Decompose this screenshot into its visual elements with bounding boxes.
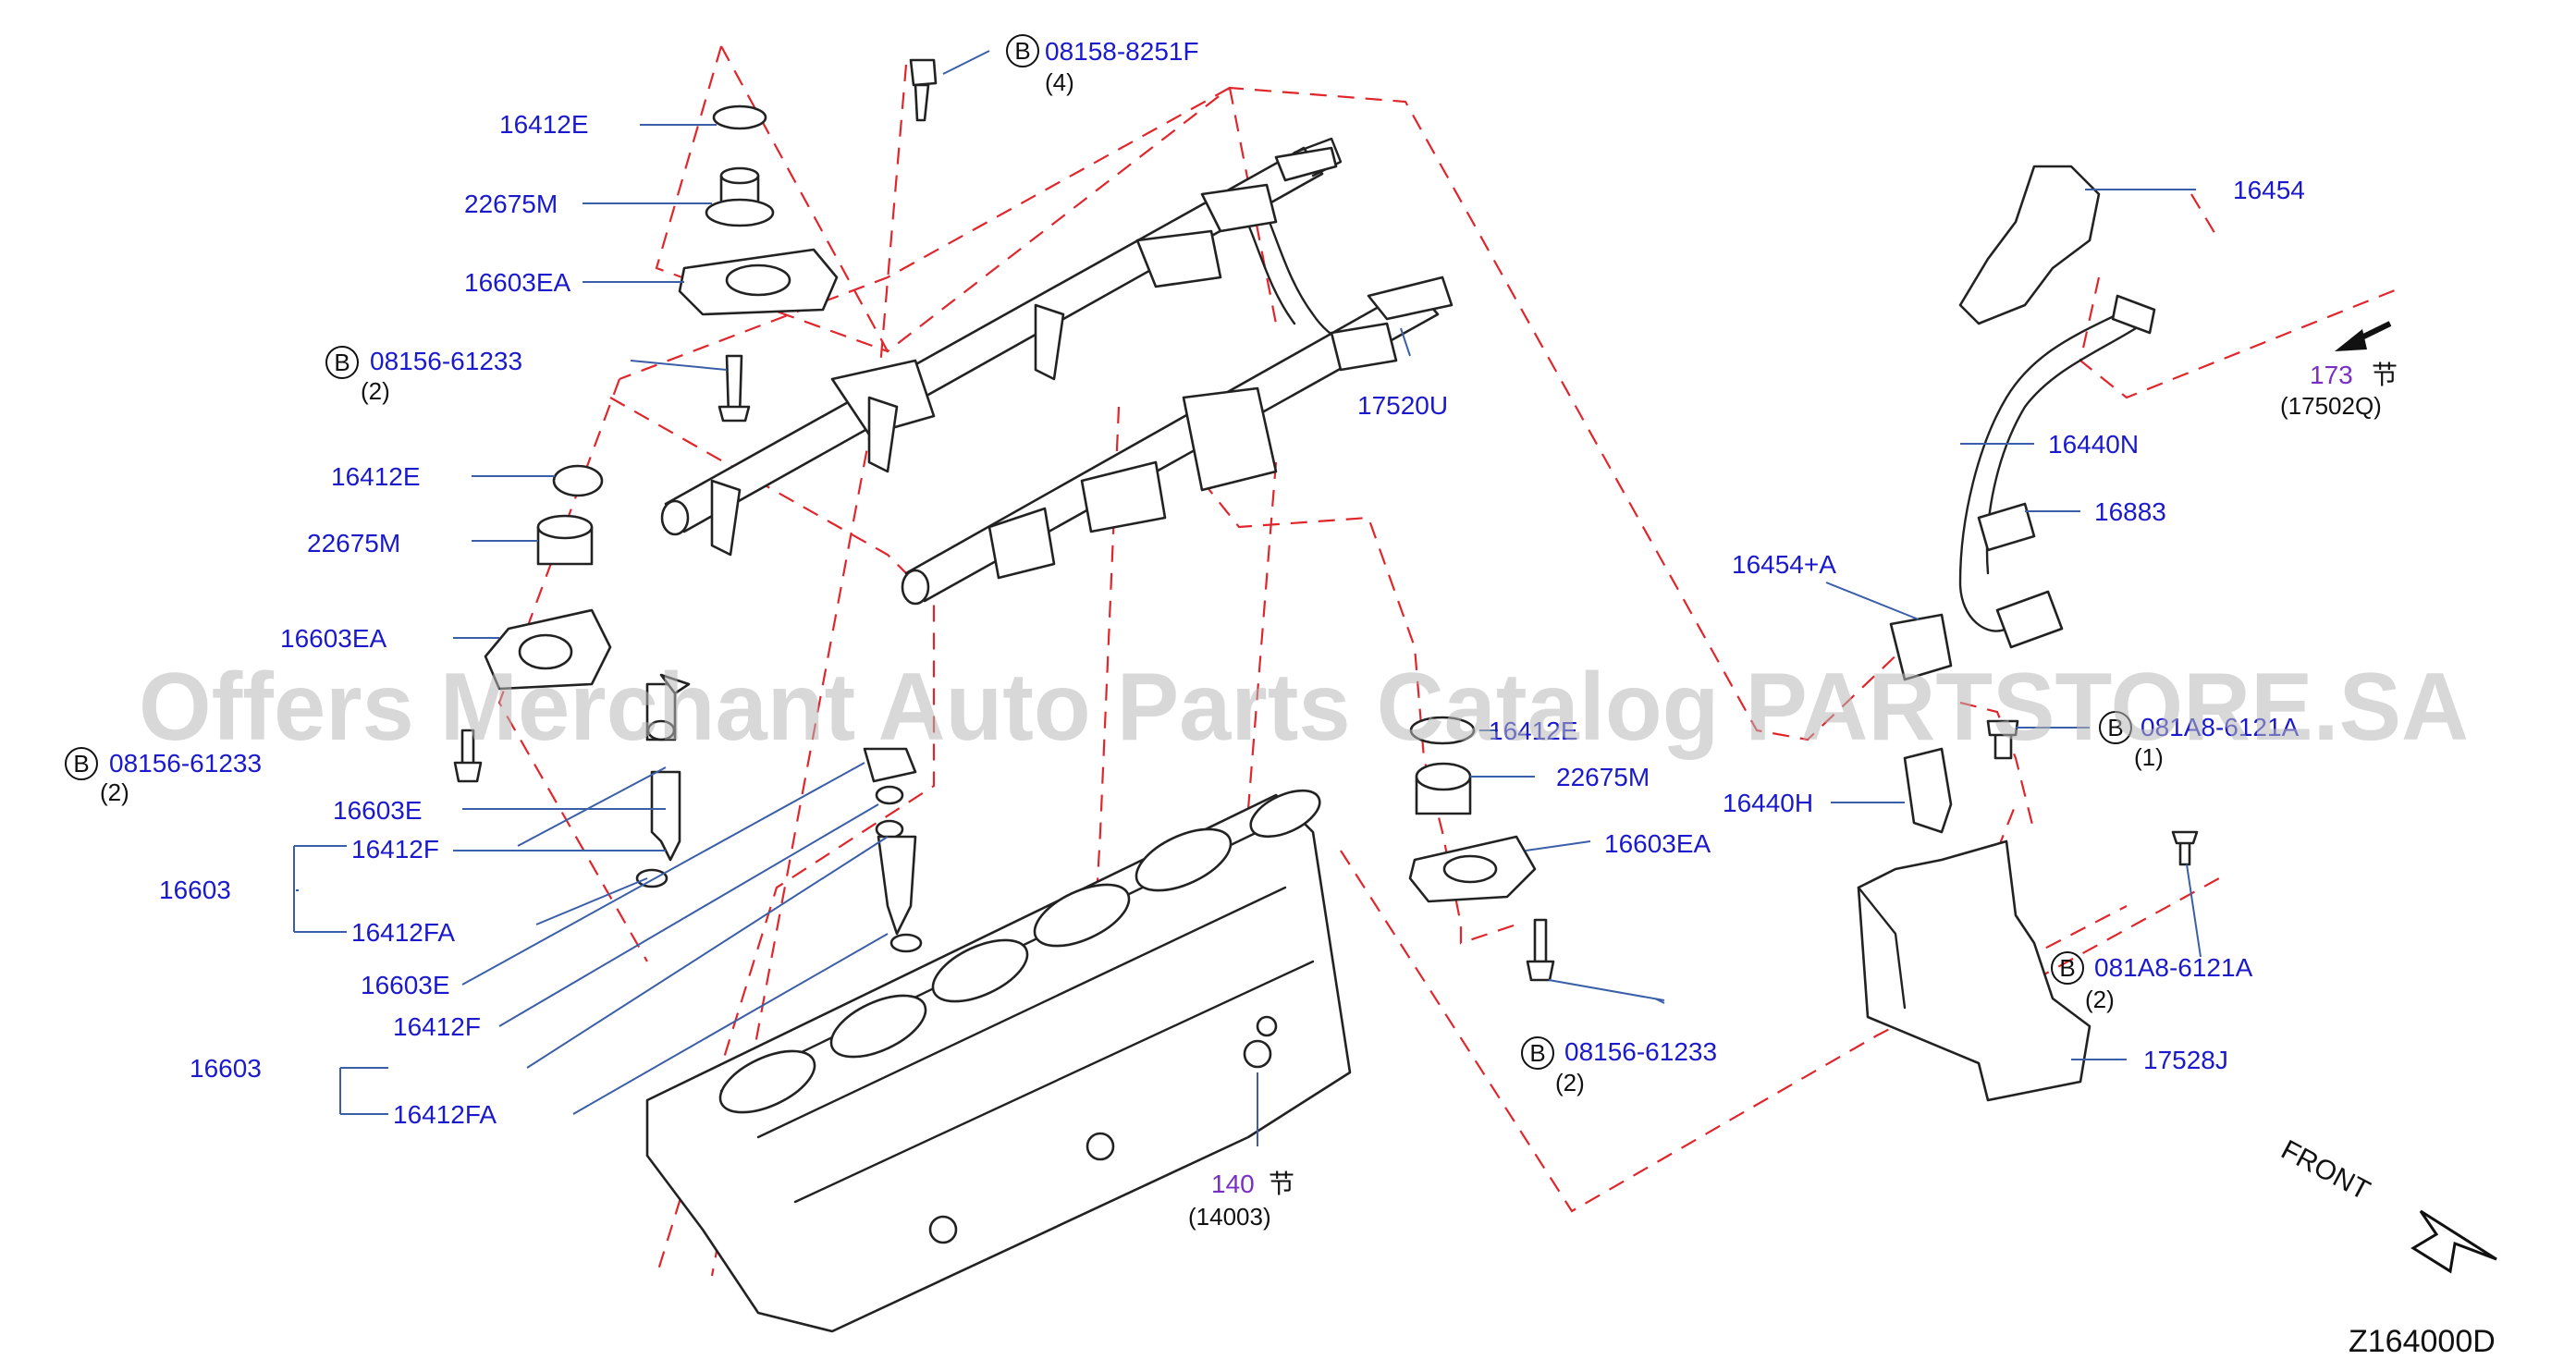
section-glyph-173: 节 [2372,361,2398,389]
callout-16454[interactable]: 16454 [2233,176,2305,204]
callout-08156-61233-top[interactable]: 08156-61233 [370,347,522,375]
bolt-marker-b: B [334,349,350,376]
fuel-hose-assembly [1889,165,2156,681]
callout-22675m-top[interactable]: 22675M [464,190,558,218]
leader-lines [293,50,2202,1146]
qty-08156-61233-top: (2) [361,377,390,405]
callout-16603ea-mid[interactable]: 16603EA [280,624,387,653]
callout-16412e-top[interactable]: 16412E [499,110,589,139]
callout-16454a[interactable]: 16454+A [1732,550,1836,579]
bolt-marker-b: B [2107,714,2123,741]
callout-08156-61233-right[interactable]: 08156-61233 [1564,1037,1717,1066]
diagram-code: Z164000D [2349,1324,2496,1359]
bolt-marker-b: B [1014,37,1030,65]
callout-17528j[interactable]: 17528J [2143,1046,2228,1074]
qty-08156-61233-right: (2) [1555,1069,1585,1096]
watermark-text: Offers Merchant Auto Parts Catalog PARTS… [139,654,2469,761]
callout-16412e-mid[interactable]: 16412E [331,462,421,491]
bolt-marker-b: B [73,750,89,778]
fuel-rail-upper [660,137,1389,557]
callout-08156-61233-left[interactable]: 08156-61233 [109,749,262,778]
section-ref-140[interactable]: 140 [1211,1170,1255,1198]
pressure-regulator-left-lower [453,464,612,783]
callout-16412e-right[interactable]: 16412E [1489,717,1578,745]
qty-081a8-6121a-top: (1) [2134,743,2164,771]
callout-16440h[interactable]: 16440H [1723,789,1813,817]
callout-22675m-mid[interactable]: 22675M [307,529,400,557]
callout-22675m-right[interactable]: 22675M [1556,763,1650,791]
callout-08158-8251f[interactable]: 08158-8251F [1045,37,1199,66]
intake-manifold [645,789,1352,1333]
callout-16883[interactable]: 16883 [2094,497,2166,526]
qty-08158-8251f: (4) [1045,68,1074,96]
callout-081a8-6121a-top[interactable]: 081A8-6121A [2141,713,2300,741]
fuel-rail-lower [901,276,1454,606]
front-arrow-icon [2410,1209,2497,1274]
injector-center [863,747,923,953]
section-ref-14003: (14003) [1188,1203,1271,1231]
callout-17520u[interactable]: 17520U [1357,391,1448,420]
bolt-top-center [909,58,938,122]
pressure-regulator-right [1408,716,1555,982]
section-ref-17502q: (17502Q) [2280,392,2382,420]
callout-081a8-6121a-bottom[interactable]: 081A8-6121A [2094,953,2253,982]
qty-08156-61233-left: (2) [100,778,129,806]
qty-081a8-6121a-bottom: (2) [2085,986,2115,1013]
bolt-marker-b: B [1529,1039,1545,1067]
mounting-bracket [1857,719,2199,1102]
bolt-markers [65,34,2132,1070]
callout-16603ea-right[interactable]: 16603EA [1604,829,1711,858]
section-ref-173[interactable]: 173 [2310,361,2353,389]
callout-16603e-center[interactable]: 16603E [361,971,450,999]
pressure-regulator-left-upper [678,104,839,423]
callout-16603-left[interactable]: 16603 [159,876,231,904]
front-indicator: FRONT [2276,1134,2497,1274]
injector-left [635,673,691,888]
callout-16603ea-top[interactable]: 16603EA [464,268,571,297]
callout-16412f-left[interactable]: 16412F [351,835,439,864]
callout-16412fa-left[interactable]: 16412FA [351,918,455,947]
front-label: FRONT [2276,1134,2375,1207]
bolt-marker-b: B [2059,954,2075,982]
callout-16603e-left[interactable]: 16603E [333,796,423,825]
callout-16603-center[interactable]: 16603 [190,1054,262,1083]
section-173-arrow [2335,321,2392,351]
callout-16412fa-center[interactable]: 16412FA [393,1100,497,1129]
callout-16440n[interactable]: 16440N [2048,430,2139,459]
callout-labels: B 08158-8251F (4) 16412E 22675M 16603EA … [73,37,2398,1231]
section-glyph-140: 节 [1269,1170,1294,1198]
callout-16412f-center[interactable]: 16412F [393,1012,481,1041]
